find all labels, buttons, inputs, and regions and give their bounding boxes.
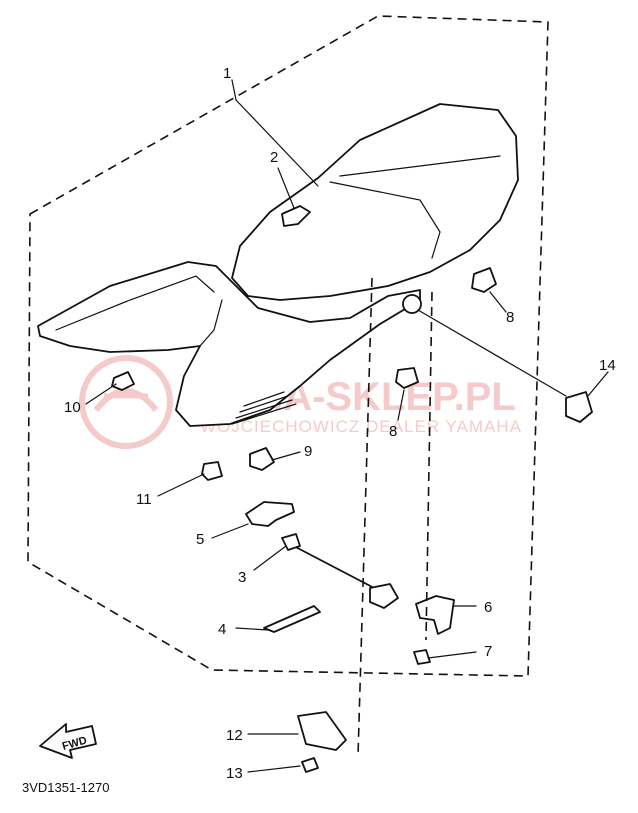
callout-14: 14 xyxy=(599,357,616,374)
bracket-part-6 xyxy=(415,595,455,635)
grommet-part-14 xyxy=(565,391,593,423)
damper-part-8-lower xyxy=(395,367,419,389)
callout-8-upper: 8 xyxy=(506,309,514,326)
damper-part-10 xyxy=(111,371,135,391)
seat-front-section xyxy=(37,261,421,427)
seat-rear-section xyxy=(231,103,519,301)
callout-4: 4 xyxy=(218,621,226,638)
damper-part-8-upper xyxy=(471,267,497,293)
lock-cable-holder xyxy=(369,583,399,609)
callout-2: 2 xyxy=(270,149,278,166)
callout-10: 10 xyxy=(64,399,81,416)
seat-assembly xyxy=(37,103,519,427)
fwd-arrow-icon xyxy=(39,723,97,759)
nut-part-13 xyxy=(301,757,319,773)
callout-12: 12 xyxy=(226,727,243,744)
callout-3: 3 xyxy=(238,569,246,586)
bracket-part-5 xyxy=(245,501,295,527)
callout-7: 7 xyxy=(484,643,492,660)
callout-8-lower: 8 xyxy=(389,423,397,440)
damper-part-7 xyxy=(413,649,431,665)
callout-5: 5 xyxy=(196,531,204,548)
seat-grip-hatch xyxy=(231,391,297,425)
lock-part-12 xyxy=(297,711,347,751)
fwd-arrow: FWD xyxy=(39,723,97,759)
watermark-subtitle: WOJCIECHOWICZ DEALER YAMAHA xyxy=(200,417,522,436)
callout-11: 11 xyxy=(136,491,152,508)
callout-9: 9 xyxy=(304,443,312,460)
callout-13: 13 xyxy=(226,765,243,782)
callout-6: 6 xyxy=(484,599,492,616)
reference-lines xyxy=(357,277,567,757)
seat-hook-part xyxy=(281,205,311,227)
damper-part-11 xyxy=(201,461,223,481)
leader-lines xyxy=(85,79,609,773)
drawing-code: 3VD1351-1270 xyxy=(22,780,109,795)
callout-labels: 1 2 3 4 5 6 7 8 8 9 10 11 14 12 13 xyxy=(64,65,616,782)
seat-hole-for-grommet xyxy=(402,294,422,314)
rod-part-4 xyxy=(263,605,321,633)
watermark-logo-icon xyxy=(79,355,173,449)
callout-1: 1 xyxy=(223,65,231,82)
damper-part-9 xyxy=(249,447,275,471)
